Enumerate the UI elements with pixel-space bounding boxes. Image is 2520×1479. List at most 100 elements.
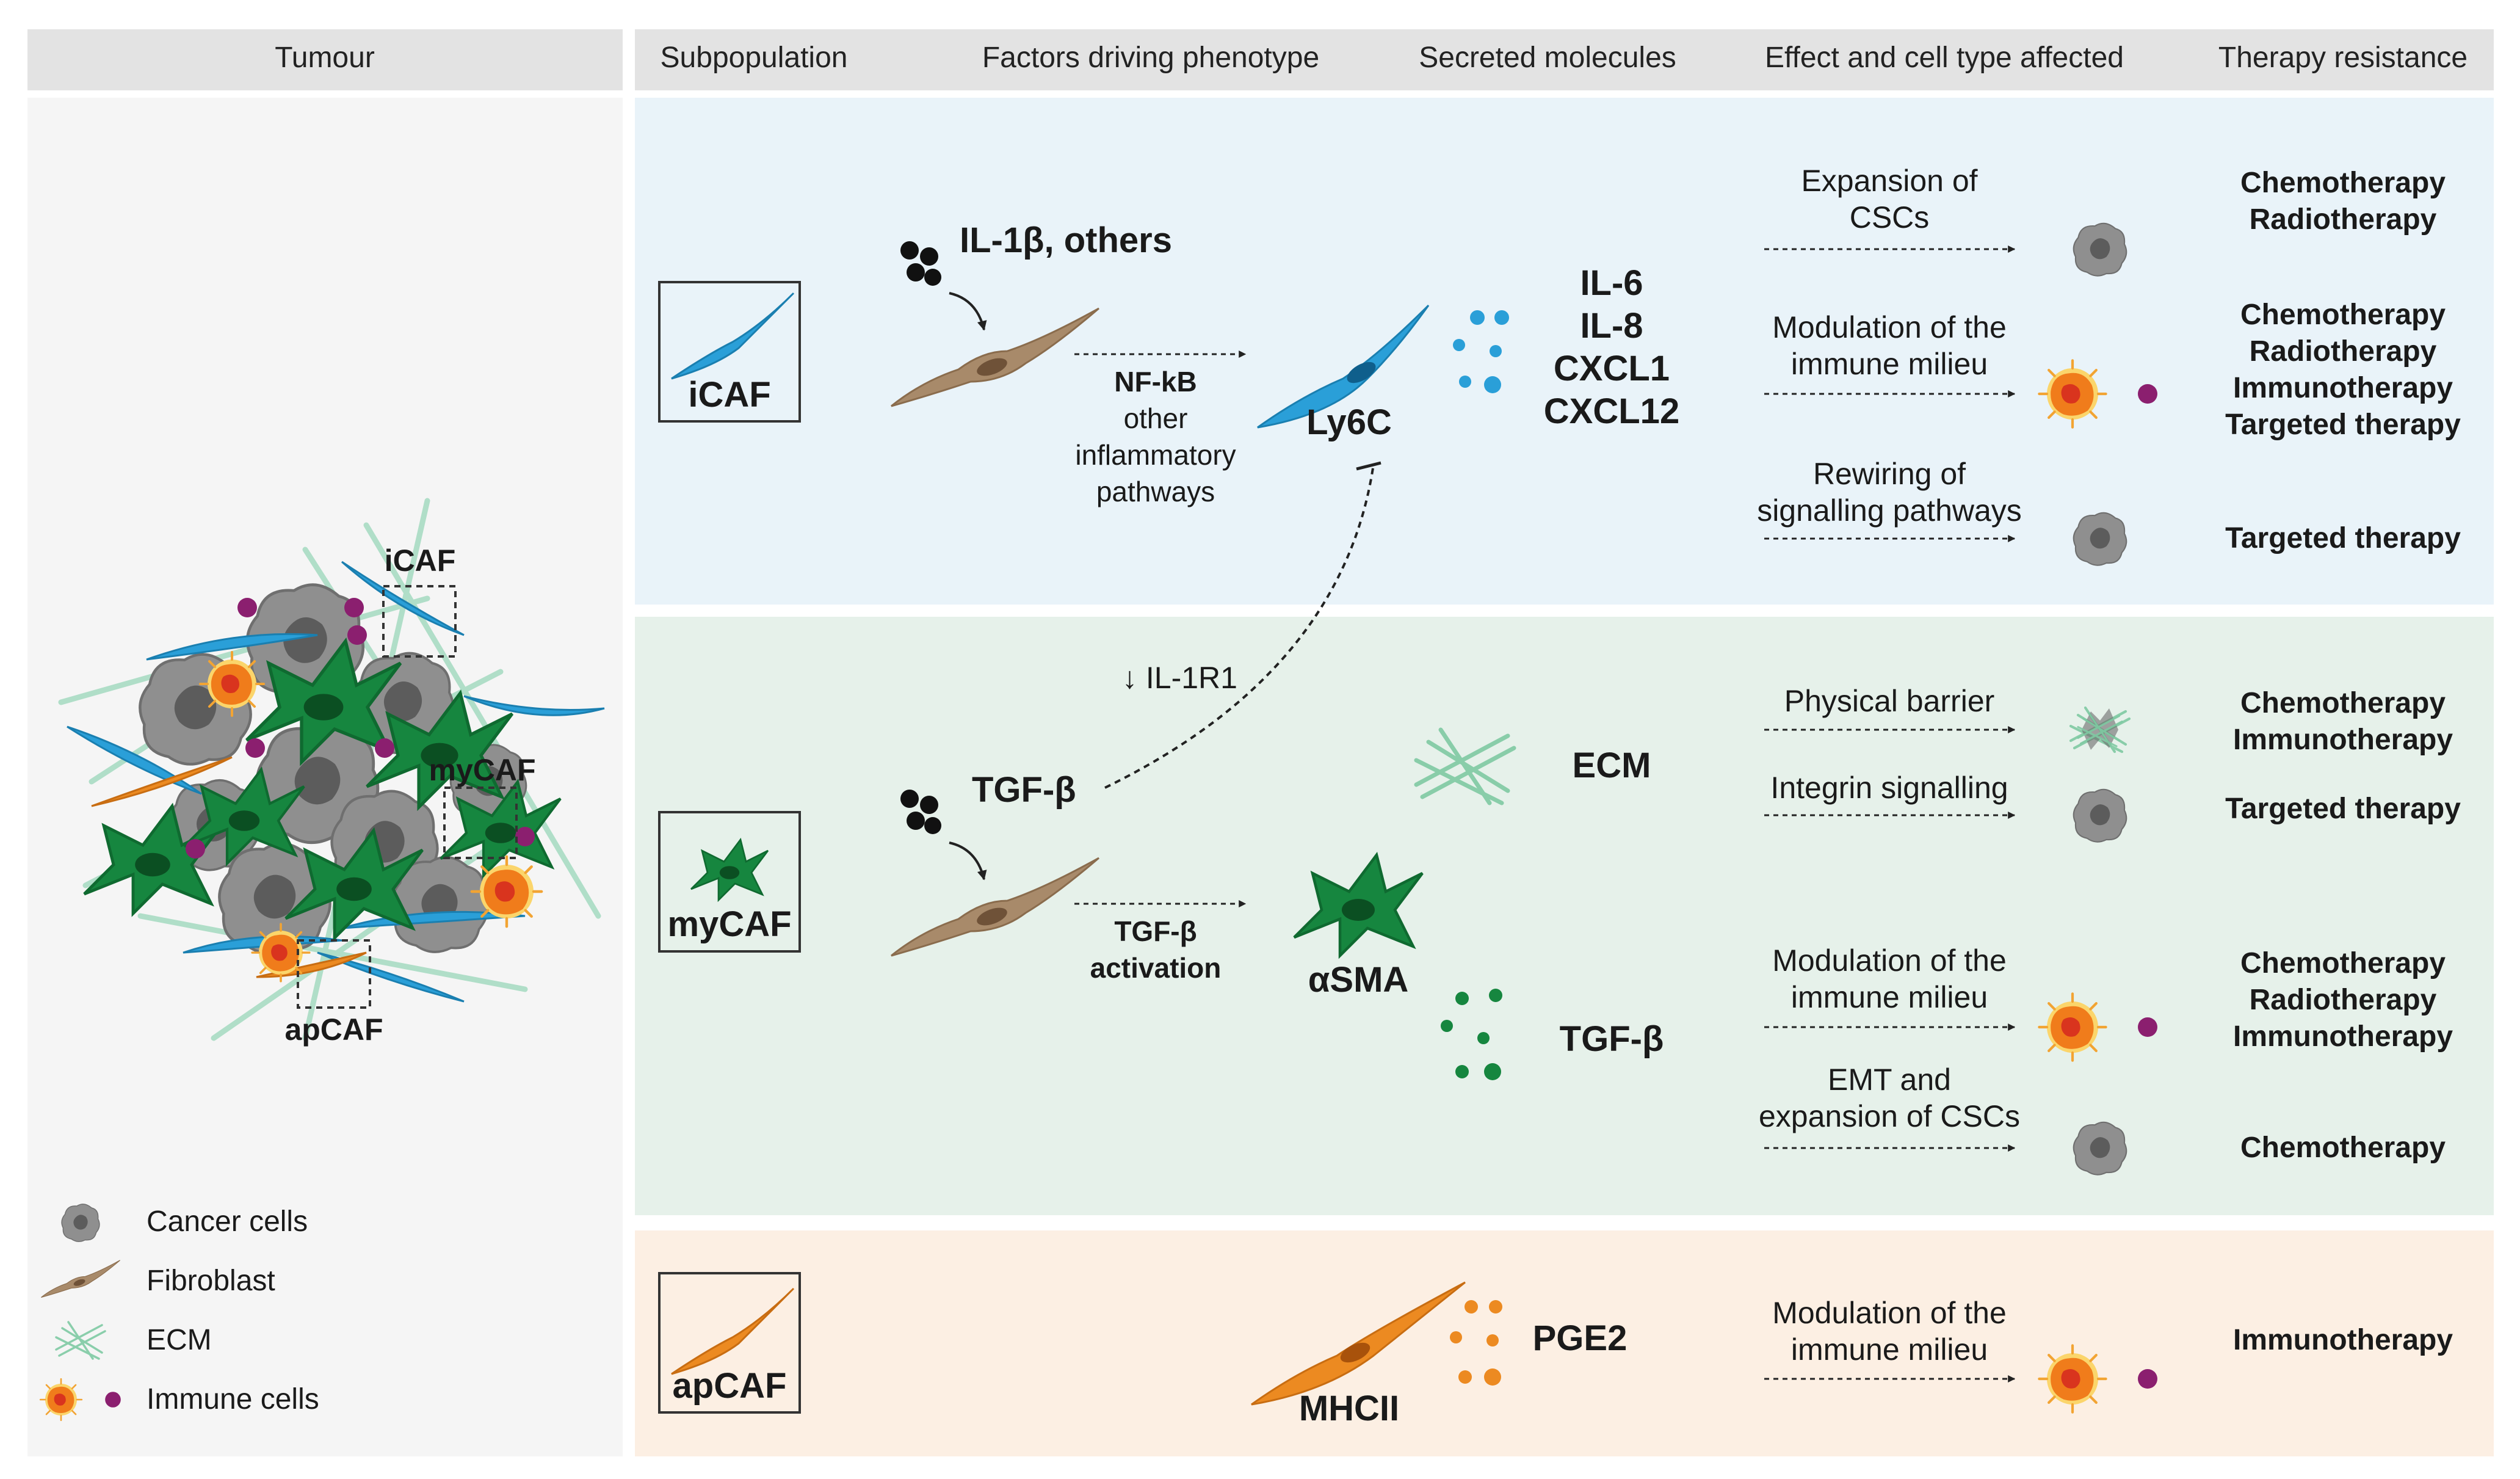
apcaf-secreted-dots-icon — [1450, 1300, 1502, 1386]
tumour-label-apcaf: apCAF — [284, 1012, 383, 1047]
mycaf-therapy-2-a: Targeted therapy — [2225, 793, 2461, 825]
mycaf-inhibition-label: ↓ IL-1R1 — [1122, 661, 1237, 695]
icaf-therapy-1-a: Chemotherapy — [2240, 167, 2446, 199]
tgfb-molecules-icon — [900, 790, 941, 834]
mycaf-effect-2-line-1: Integrin signalling — [1770, 771, 2008, 805]
mycaf-secreted-dots-icon — [1441, 989, 1502, 1080]
tumour-illustration — [58, 498, 605, 1041]
header-secreted: Secreted molecules — [1419, 42, 1676, 74]
mycaf-effect-1-line-1: Physical barrier — [1784, 684, 1995, 718]
mycaf-effect-4-line-2: expansion of CSCs — [1758, 1099, 2021, 1133]
icaf-cell-icon — [1257, 304, 1430, 429]
immune-dot-icon — [2138, 384, 2157, 404]
cancer-cell-icon — [61, 1204, 100, 1242]
apcaf-highlight-box — [297, 939, 371, 1009]
icaf-box-cell-icon — [671, 292, 795, 380]
icaf-effect-2-line-1: Modulation of the — [1772, 310, 2007, 344]
legend-fibroblast: Fibroblast — [147, 1265, 275, 1297]
apcaf-marker: MHCII — [1298, 1389, 1400, 1428]
icaf-pathway-line-1: NF-kB — [1114, 366, 1197, 398]
icaf-driver: IL-1β, others — [960, 220, 1172, 260]
icaf-secreted-3: CXCL1 — [1553, 349, 1670, 388]
apcaf-effect-1-line-1: Modulation of the — [1772, 1296, 2007, 1330]
immune-dot-icon — [2138, 1369, 2157, 1389]
icaf-name: iCAF — [688, 375, 771, 415]
icaf-marker: Ly6C — [1306, 402, 1392, 442]
icaf-band — [635, 98, 2494, 605]
legend-ecm: ECM — [147, 1324, 212, 1356]
header-effect: Effect and cell type affected — [1765, 42, 2124, 74]
ecm-icon — [2071, 708, 2129, 752]
mycaf-effect-3-line-2: immune milieu — [1790, 980, 1988, 1014]
icaf-therapy-2-c: Immunotherapy — [2232, 372, 2453, 404]
icaf-secreted-dots-icon — [1453, 310, 1509, 393]
icaf-pathway-line-3: inflammatory — [1075, 439, 1236, 471]
icaf-effect-1-line-1: Expansion of — [1801, 164, 1978, 198]
tumour-label-mycaf: myCAF — [429, 753, 536, 787]
header-factors: Factors driving phenotype — [982, 42, 1320, 74]
icaf-therapy-3-a: Targeted therapy — [2225, 522, 2461, 554]
immune-cell-icon — [39, 1378, 83, 1422]
immune-cell-icon — [2039, 1345, 2105, 1412]
header-bar-tumour — [27, 29, 623, 90]
mycaf-therapy-4-a: Chemotherapy — [2240, 1132, 2446, 1164]
il1b-molecules-icon — [900, 241, 941, 286]
apcaf-secreted-pge2: PGE2 — [1532, 1318, 1628, 1358]
icaf-pathway-line-4: pathways — [1096, 476, 1215, 507]
mycaf-secreted-tgfb: TGF-β — [1559, 1019, 1664, 1059]
icaf-secreted-1: IL-6 — [1580, 263, 1643, 303]
mycaf-pathway-line-1: TGF-β — [1114, 915, 1197, 947]
mycaf-pathway-line-2: activation — [1090, 952, 1222, 984]
mycaf-therapy-3-b: Radiotherapy — [2249, 984, 2437, 1016]
icaf-pathway-line-2: other — [1123, 402, 1188, 434]
mycaf-band — [635, 617, 2494, 1215]
mycaf-therapy-3-c: Immunotherapy — [2232, 1020, 2453, 1053]
immune-cell-icon — [2039, 360, 2105, 427]
icaf-secreted-4: CXCL12 — [1543, 391, 1680, 431]
apcaf-therapy-1-a: Immunotherapy — [2232, 1324, 2453, 1356]
icaf-effect-3-line-1: Rewiring of — [1812, 457, 1966, 491]
icaf-effect-1-line-2: CSCs — [1849, 200, 1930, 234]
mycaf-name: myCAF — [667, 904, 792, 944]
apcaf-effect-1-line-2: immune milieu — [1790, 1332, 1988, 1367]
header-bar-main — [635, 29, 2494, 90]
mycaf-effect-4-line-1: EMT and — [1828, 1063, 1951, 1097]
legend-cancer-cells: Cancer cells — [147, 1205, 308, 1238]
mycaf-highlight-box — [443, 787, 518, 859]
icaf-highlight-box — [382, 585, 457, 658]
mycaf-driver: TGF-β — [972, 770, 1076, 810]
immune-dot-icon — [105, 1392, 121, 1408]
apcaf-band — [635, 1230, 2494, 1456]
immune-dot-icon — [2138, 1017, 2157, 1037]
header-tumour: Tumour — [275, 42, 375, 74]
icaf-therapy-2-a: Chemotherapy — [2240, 299, 2446, 331]
icaf-box — [658, 281, 801, 423]
icaf-effect-2-line-2: immune milieu — [1790, 347, 1988, 381]
cancer-cell-icon — [2073, 222, 2127, 277]
apcaf-box — [658, 1272, 801, 1414]
cancer-cell-icon — [2073, 512, 2127, 566]
legend-immune-cells: Immune cells — [147, 1383, 319, 1415]
header-therapy: Therapy resistance — [2218, 42, 2468, 74]
icaf-therapy-1-b: Radiotherapy — [2249, 203, 2437, 236]
mycaf-therapy-1-b: Immunotherapy — [2232, 724, 2453, 756]
header-subpopulation: Subpopulation — [660, 42, 848, 74]
mycaf-secreted-ecm: ECM — [1572, 746, 1651, 785]
mycaf-box — [658, 811, 801, 953]
inhibition-bar — [1356, 461, 1381, 471]
cancer-cell-icon — [2073, 1121, 2127, 1176]
immune-cell-icon — [2039, 994, 2105, 1060]
cancer-cell-icon — [2073, 788, 2127, 843]
mycaf-binding-arrow — [949, 841, 987, 881]
apcaf-box-cell-icon — [671, 1287, 795, 1375]
mycaf-therapy-1-a: Chemotherapy — [2240, 687, 2446, 719]
il1r1-inhibition-curve — [1104, 463, 1375, 789]
apcaf-name: apCAF — [672, 1366, 787, 1406]
mycaf-therapy-3-a: Chemotherapy — [2240, 947, 2446, 979]
icaf-binding-arrow — [949, 292, 987, 331]
mycaf-marker: αSMA — [1308, 960, 1409, 1000]
icaf-therapy-2-d: Targeted therapy — [2225, 409, 2461, 441]
icaf-secreted-2: IL-8 — [1580, 306, 1643, 346]
